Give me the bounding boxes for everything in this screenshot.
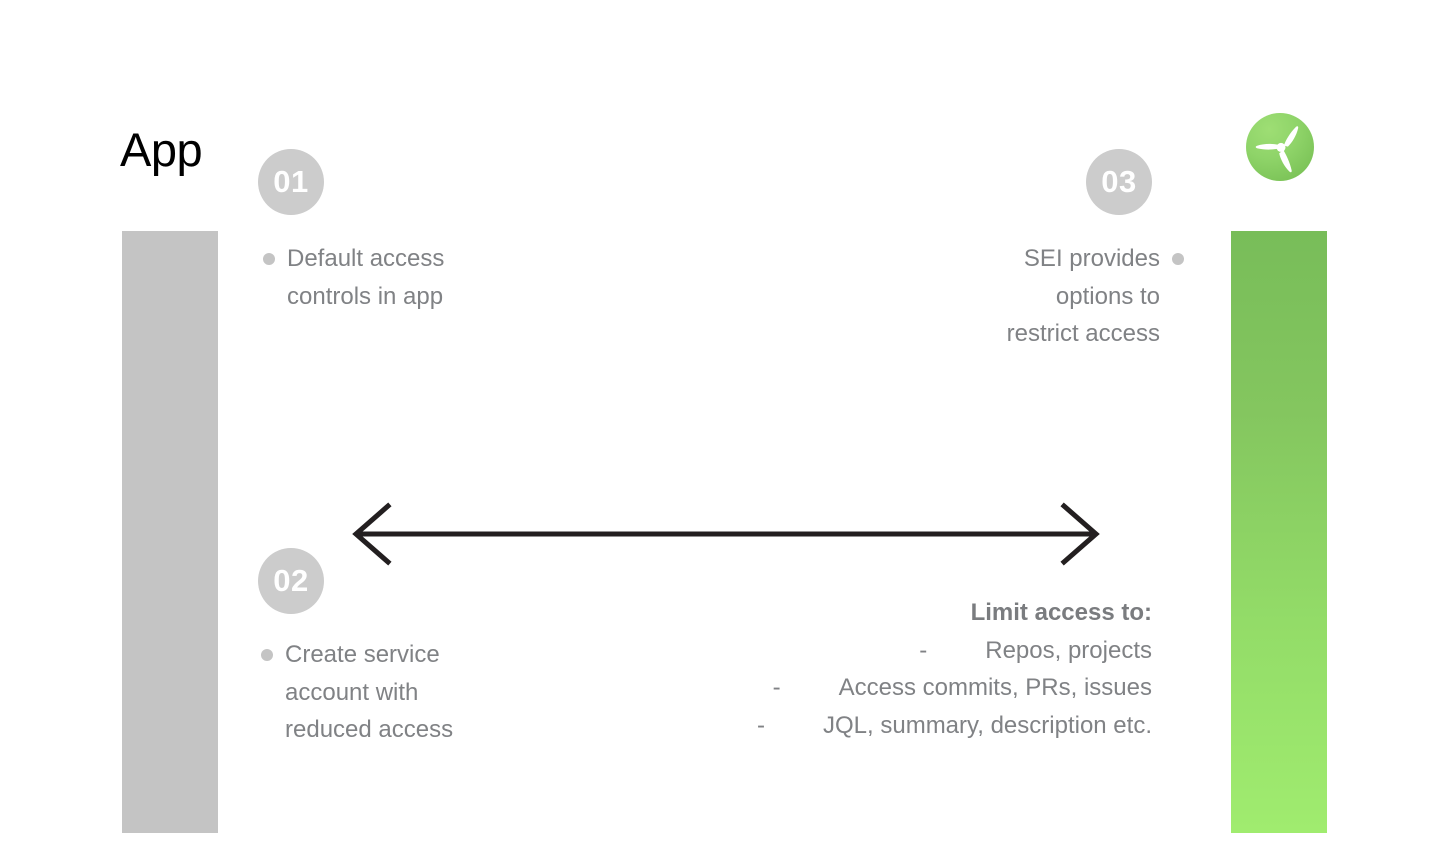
sei-column-bar (1231, 231, 1327, 833)
limit-access-item: - JQL, summary, description etc. (757, 707, 1152, 745)
limit-access-item: - Access commits, PRs, issues (757, 669, 1152, 707)
page-title: App (120, 123, 203, 176)
bidirectional-arrow (348, 500, 1104, 568)
step-note-03-text: SEI provides options to restrict access (1006, 245, 1160, 347)
limit-access-dash: - (757, 711, 765, 739)
bullet-dot-icon (263, 253, 275, 265)
limit-access-item: - Repos, projects (757, 632, 1152, 670)
limit-access-heading: Limit access to: (970, 599, 1152, 626)
step-badge-03: 03 (1086, 149, 1152, 215)
step-note-03: SEI provides options to restrict access (1007, 240, 1184, 353)
bullet-dot-icon (261, 649, 273, 661)
limit-access-dash: - (772, 674, 781, 701)
turbine-pinwheel-logo (1246, 113, 1314, 181)
step-note-02-text: Create service account with reduced acce… (285, 641, 454, 743)
step-badge-01: 01 (258, 149, 324, 215)
step-badge-02: 02 (258, 548, 324, 614)
limit-access-item-text: Repos, projects (985, 636, 1152, 664)
bullet-dot-icon (1172, 253, 1184, 265)
step-note-01-text: Default access controls in app (287, 245, 445, 310)
limit-access-item-text: Access commits, PRs, issues (838, 674, 1152, 701)
app-column-bar (122, 231, 218, 833)
limit-access-item-text: JQL, summary, description etc. (823, 711, 1152, 739)
limit-access-block: Limit access to: - Repos, projects - Acc… (757, 594, 1152, 744)
step-note-02: Create service account with reduced acce… (261, 636, 453, 749)
step-note-01: Default access controls in app (263, 240, 444, 315)
limit-access-dash: - (919, 636, 928, 664)
